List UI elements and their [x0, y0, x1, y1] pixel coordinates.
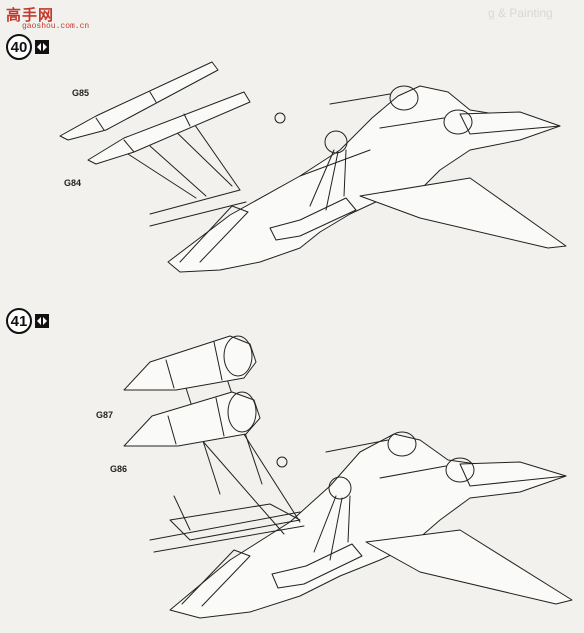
wing-right-40: [459, 111, 561, 135]
landing-gear-wheel-41: [328, 476, 352, 500]
mirror-arrows-icon: [35, 314, 49, 328]
engine-nozzle-upper-41: [387, 431, 417, 457]
header-ghost-text: g & Painting: [488, 6, 553, 20]
engine-nozzle-lower-40: [443, 109, 473, 135]
step-41-illustration: [123, 335, 573, 619]
fuel-pod-g87: [123, 335, 257, 391]
wing-left-40: [359, 177, 567, 249]
fuel-pod-g85: [59, 61, 219, 141]
engine-nozzle-lower-41: [445, 457, 475, 483]
step-40-illustration: [59, 61, 567, 273]
part-label-g86: G86: [110, 464, 128, 474]
part-label-g87: G87: [96, 410, 114, 420]
wing-left-41: [365, 529, 573, 605]
site-watermark-logo: 高手网 gaoshou.com.cn: [4, 2, 89, 32]
watermark-url: gaoshou.com.cn: [22, 22, 90, 31]
step-40-marker: 40: [6, 34, 49, 60]
landing-gear-wheel-40: [324, 130, 348, 154]
part-label-g85: G85: [72, 88, 90, 98]
fuel-pod-g84: [87, 91, 251, 165]
part-label-g84: G84: [64, 178, 82, 188]
fuel-pod-g86: [123, 391, 261, 447]
aircraft-fuselage-40: [167, 85, 561, 273]
engine-nozzle-upper-40: [389, 85, 419, 111]
step-41-marker: 41: [6, 308, 49, 334]
watermark-logo-text: 高手网: [6, 7, 55, 24]
step-number: 41: [6, 308, 32, 334]
wing-right-41: [459, 461, 567, 487]
mirror-arrows-icon: [35, 40, 49, 54]
step-number: 40: [6, 34, 32, 60]
